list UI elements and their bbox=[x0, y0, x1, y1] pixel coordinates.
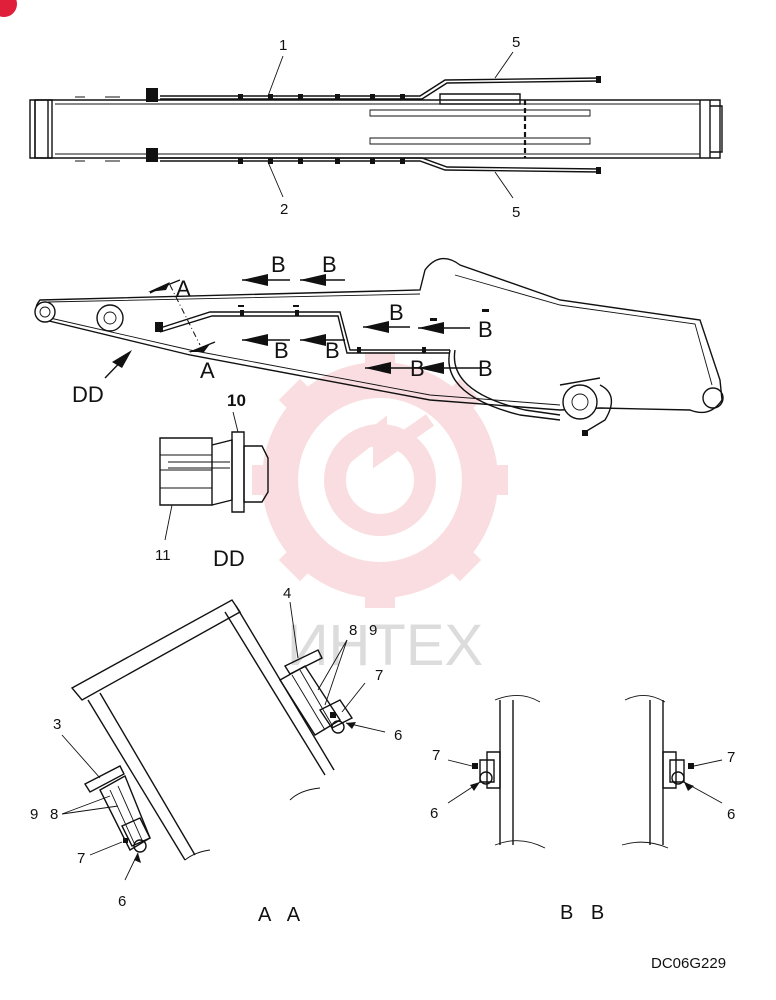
section-b6: B bbox=[478, 317, 493, 342]
detail-dd: 10 11 DD bbox=[155, 391, 269, 571]
section-b7: B bbox=[410, 356, 425, 381]
section-b1: B bbox=[271, 252, 286, 277]
callout-10: 10 bbox=[227, 391, 246, 410]
callout-5a: 5 bbox=[512, 34, 520, 51]
callout-aa-9a: 9 bbox=[369, 622, 377, 639]
section-b8: B bbox=[478, 356, 493, 381]
boom-top-view bbox=[29, 76, 723, 174]
callout-1: 1 bbox=[279, 37, 287, 54]
callout-bb-7a: 7 bbox=[432, 747, 440, 764]
callout-aa-3: 3 bbox=[53, 716, 61, 733]
leader-5a bbox=[494, 51, 514, 79]
leader-2 bbox=[267, 161, 284, 198]
section-b3: B bbox=[274, 338, 289, 363]
callout-bb-7b: 7 bbox=[727, 749, 735, 766]
callout-aa-6b: 6 bbox=[118, 893, 126, 910]
section-a-bottom: A bbox=[200, 358, 215, 383]
drawing-code: DC06G229 bbox=[651, 955, 726, 972]
section-b2: B bbox=[322, 252, 337, 277]
detail-dd-label: DD bbox=[213, 546, 245, 571]
watermark-text: ИНТЕХ bbox=[287, 613, 483, 678]
callout-aa-7a: 7 bbox=[375, 667, 383, 684]
section-aa: 4 8 9 7 6 3 9 8 7 6 A A bbox=[30, 585, 402, 926]
leader-1 bbox=[267, 55, 284, 97]
section-b5: B bbox=[389, 300, 404, 325]
leader-5b bbox=[494, 171, 514, 199]
callout-2: 2 bbox=[280, 201, 288, 218]
section-arrows: A A B B B B B B B B DD bbox=[72, 252, 493, 407]
callout-bb-6a: 6 bbox=[430, 805, 438, 822]
callout-aa-8a: 8 bbox=[349, 622, 357, 639]
callout-aa-8b: 8 bbox=[50, 806, 58, 823]
callout-aa-6a: 6 bbox=[394, 727, 402, 744]
view-label-bb: B B bbox=[560, 902, 610, 924]
section-bb: 7 6 7 6 B B bbox=[430, 695, 735, 924]
section-a-top: A bbox=[176, 276, 191, 301]
callout-aa-4: 4 bbox=[283, 585, 291, 602]
callout-aa-7b: 7 bbox=[77, 850, 85, 867]
section-b4: B bbox=[325, 338, 340, 363]
callout-5b: 5 bbox=[512, 204, 520, 221]
watermark-logo-icon bbox=[252, 352, 508, 608]
boom-side-view bbox=[34, 257, 724, 436]
dd-arrow-label: DD bbox=[72, 382, 104, 407]
corner-badge-icon bbox=[0, 0, 17, 17]
callout-bb-6b: 6 bbox=[727, 806, 735, 823]
view-label-aa: A A bbox=[258, 904, 306, 926]
callout-aa-9b: 9 bbox=[30, 806, 38, 823]
callout-11: 11 bbox=[155, 547, 171, 564]
